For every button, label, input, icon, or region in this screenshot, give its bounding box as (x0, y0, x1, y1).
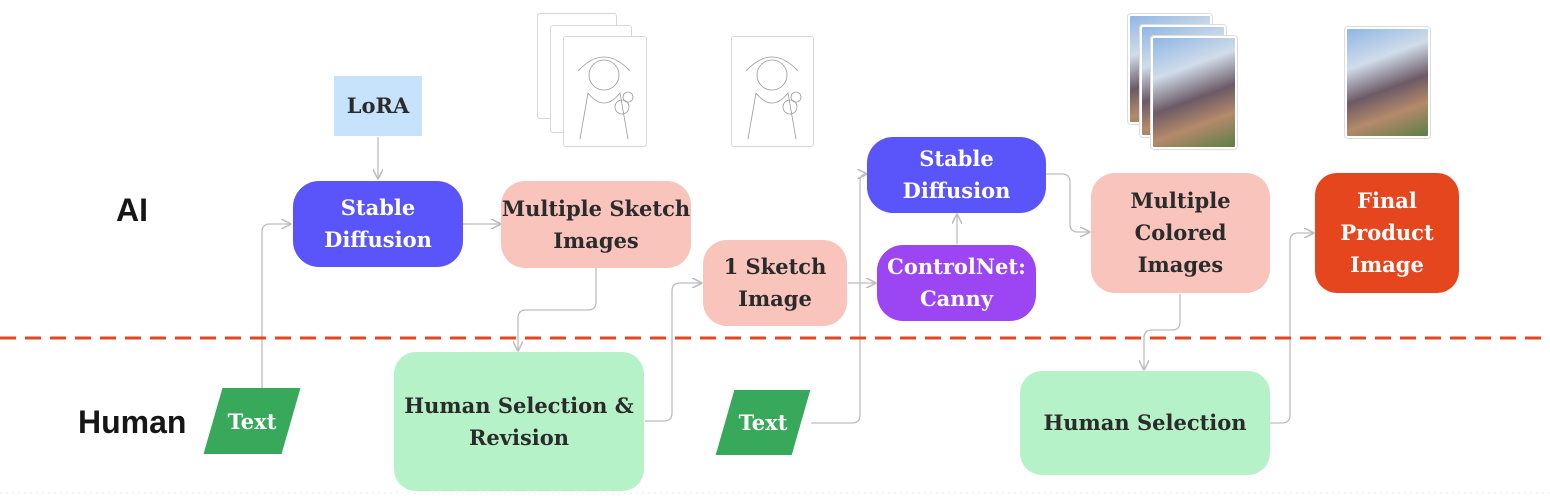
multiple-sketch-images-node: Multiple Sketch Images (501, 181, 691, 268)
stable-diffusion-node-1: Stable Diffusion (293, 181, 463, 267)
text-input-node-1: Text (203, 388, 301, 454)
single-sketch-thumbnail (731, 36, 814, 147)
text-input-label-2: Text (738, 410, 788, 435)
controlnet-canny-node: ControlNet: Canny (877, 245, 1036, 321)
text-input-label-1: Text (227, 408, 277, 434)
lane-label-ai: AI (116, 192, 148, 228)
edge-sketches-human (518, 268, 597, 350)
one-sketch-image-node: 1 Sketch Image (703, 240, 847, 326)
stable-diffusion-node-2: Stable Diffusion (867, 137, 1046, 213)
edge-humansel-final (1270, 233, 1313, 424)
lora-node: LoRA (334, 76, 422, 136)
lane-label-human: Human (78, 404, 187, 440)
edge-text1-sd1 (261, 224, 290, 388)
text-input-node-2: Text (715, 390, 811, 455)
edge-sd2-colored (1046, 173, 1089, 232)
final-image-thumbnail (1345, 27, 1430, 138)
final-product-image-node: Final Product Image (1315, 173, 1459, 293)
human-selection-revision-node: Human Selection & Revision (394, 352, 644, 491)
multiple-colored-images-node: Multiple Colored Images (1091, 173, 1270, 293)
human-selection-node: Human Selection (1020, 371, 1270, 475)
edge-colored-humansel (1144, 294, 1181, 369)
edge-text2-sd2 (811, 174, 866, 424)
edge-human-onesketch (645, 283, 701, 422)
